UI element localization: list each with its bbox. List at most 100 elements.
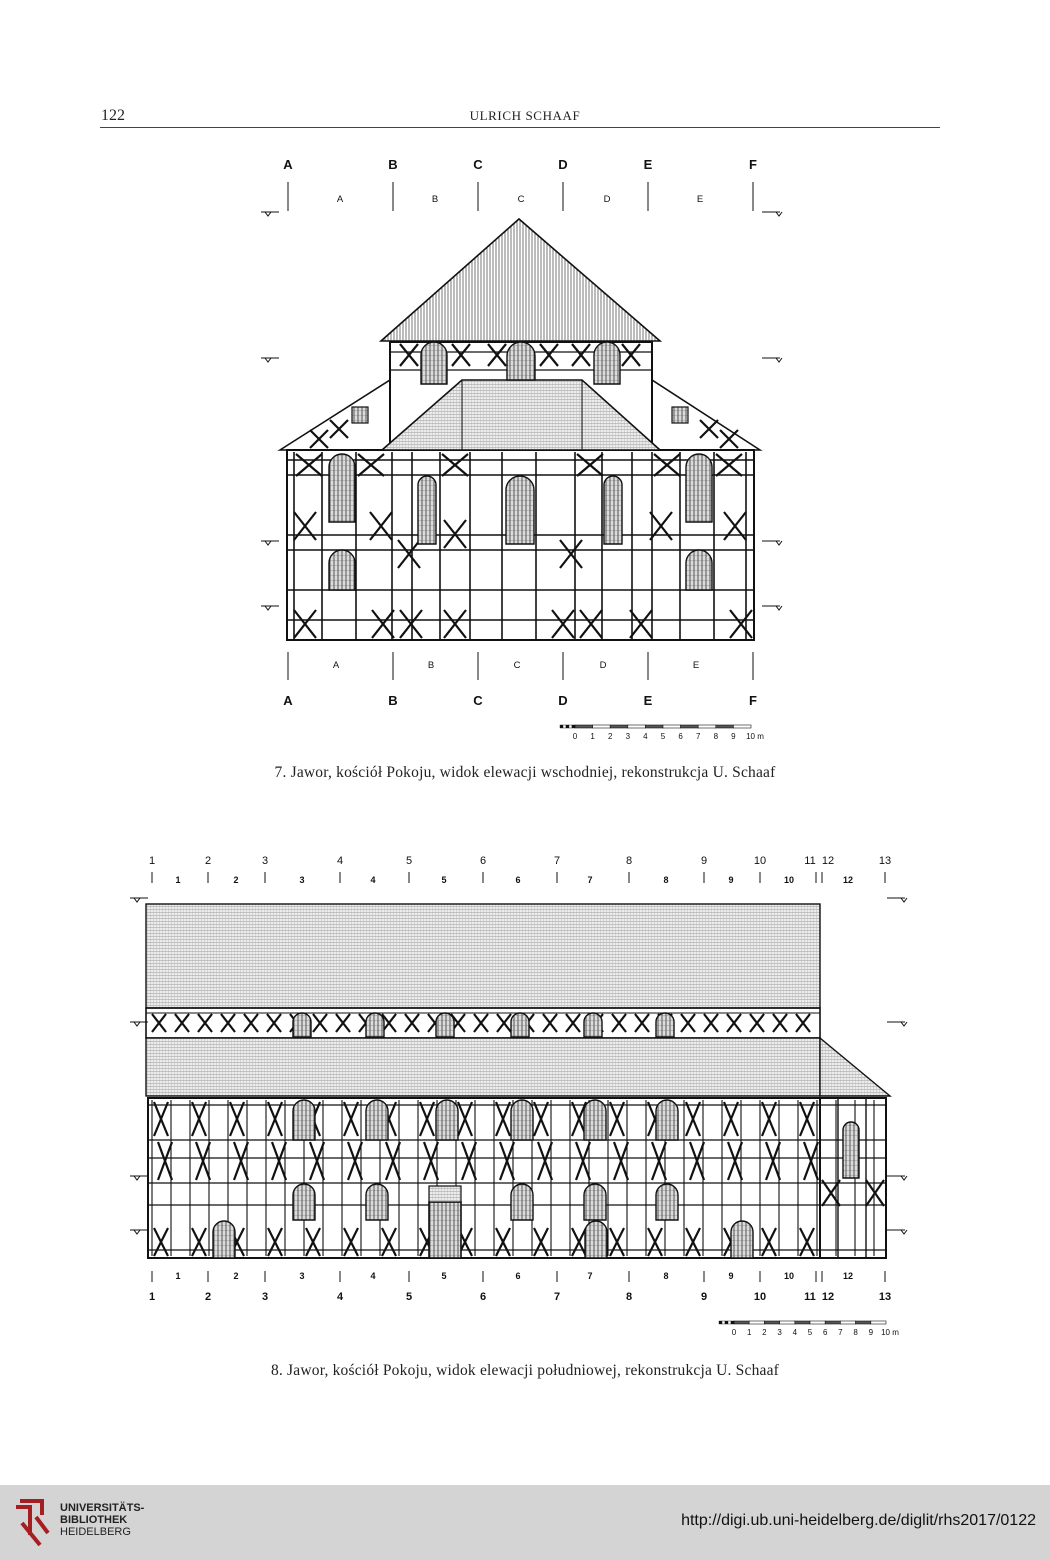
institution-line: BIBLIOTHEK — [60, 1514, 128, 1526]
scale-label: 1 — [747, 1328, 752, 1337]
scale-label: 4 — [643, 732, 648, 741]
bay-label-bottom: 1 — [175, 1271, 180, 1281]
brace — [495, 1227, 511, 1257]
axis-label-bottom: 3 — [262, 1291, 268, 1303]
brace — [688, 1141, 706, 1181]
bay-label-bottom: 10 — [784, 1271, 794, 1281]
axis-label-top: 11 — [804, 855, 815, 867]
brace — [498, 1141, 516, 1181]
arched-window — [593, 341, 621, 385]
axis-label-top: 6 — [480, 855, 486, 867]
brace — [609, 1227, 625, 1257]
brace — [764, 1141, 782, 1181]
arched-window — [435, 1012, 455, 1038]
bay-label-top: C — [518, 194, 525, 205]
axis-label-bottom: 9 — [701, 1291, 707, 1303]
axis-label-bottom: 7 — [554, 1291, 560, 1303]
bay-label-top: 9 — [728, 875, 733, 885]
arched-window — [420, 341, 448, 385]
scale-label: 8 — [853, 1328, 858, 1337]
bay-label-top: 2 — [233, 875, 238, 885]
axis-label-bottom: C — [473, 693, 483, 708]
brace — [197, 1013, 213, 1033]
level-mark — [900, 897, 908, 903]
brace — [703, 1013, 719, 1033]
brace — [699, 419, 719, 439]
axis-label-top: 13 — [879, 855, 891, 867]
scale-label: 5 — [808, 1328, 813, 1337]
axis-label-bottom: 8 — [626, 1291, 632, 1303]
bay-label-top: A — [337, 194, 344, 205]
brace — [443, 519, 467, 549]
brace — [715, 453, 743, 477]
institution-line: HEIDELBERG — [60, 1526, 131, 1538]
scale-label: 7 — [838, 1328, 843, 1337]
scale-segment — [840, 1320, 856, 1325]
brace — [381, 1227, 397, 1257]
brace — [308, 1141, 326, 1181]
brace — [399, 609, 423, 639]
brace — [487, 343, 507, 367]
bay-label-bottom: 7 — [587, 1271, 592, 1281]
scale-segment — [718, 1320, 723, 1325]
arched-window — [365, 1099, 389, 1141]
figure-7-caption: 7. Jawor, kościół Pokoju, widok elewacji… — [274, 764, 776, 781]
scale-segment — [870, 1320, 887, 1325]
footer-bar: UNIVERSITÄTS- BIBLIOTHEK HEIDELBERG http… — [0, 1485, 1050, 1560]
logo-stroke — [20, 1521, 42, 1547]
institution-line: UNIVERSITÄTS- — [60, 1502, 145, 1514]
brace — [761, 1227, 777, 1257]
bay-label-top: B — [432, 194, 438, 205]
arched-window — [655, 1099, 679, 1141]
scale-label: 10 m — [881, 1328, 899, 1337]
brace — [460, 1141, 478, 1181]
bay-label-top: 3 — [299, 875, 304, 885]
axis-label-bottom: 11 — [804, 1291, 816, 1303]
brace — [441, 453, 469, 477]
scale-label: 7 — [696, 732, 701, 741]
brace — [579, 609, 603, 639]
brace — [608, 1101, 626, 1137]
axis-label-top: 3 — [262, 855, 268, 867]
scale-label: 6 — [823, 1328, 828, 1337]
level-mark — [900, 1229, 908, 1235]
brace — [153, 1227, 169, 1257]
level-mark — [264, 357, 272, 363]
level-mark — [264, 540, 272, 546]
source-url[interactable]: http://digi.ub.uni-heidelberg.de/diglit/… — [681, 1512, 1036, 1529]
arched-window — [583, 1099, 607, 1141]
brace — [726, 1013, 742, 1033]
bay-label-top: 6 — [515, 875, 520, 885]
arched-window — [292, 1183, 316, 1221]
bay-label-bottom: E — [693, 660, 699, 671]
brace — [451, 343, 471, 367]
brace — [309, 429, 329, 449]
brace — [151, 1013, 167, 1033]
brace — [719, 429, 739, 449]
brace — [723, 511, 747, 541]
scale-label: 3 — [626, 732, 631, 741]
arched-window — [603, 475, 623, 545]
brace — [539, 343, 559, 367]
brace — [266, 1013, 282, 1033]
brace — [533, 1227, 549, 1257]
brace — [342, 1101, 360, 1137]
brace — [647, 1227, 663, 1257]
brace — [384, 1141, 402, 1181]
brace — [220, 1013, 236, 1033]
level-mark — [264, 605, 272, 611]
bay-label-top: 10 — [784, 875, 794, 885]
axis-label-bottom: 6 — [480, 1291, 486, 1303]
scale-segment — [571, 724, 576, 729]
bay-label-bottom: 5 — [441, 1271, 446, 1281]
brace — [649, 511, 673, 541]
level-mark — [900, 1175, 908, 1181]
brace — [357, 453, 385, 477]
brace — [232, 1141, 250, 1181]
brace — [369, 511, 393, 541]
ub-heidelberg-logo-icon — [16, 1499, 50, 1547]
bay-label-bottom: 9 — [728, 1271, 733, 1281]
brace — [473, 1013, 489, 1033]
arched-window — [292, 1012, 312, 1038]
brace — [684, 1101, 702, 1137]
